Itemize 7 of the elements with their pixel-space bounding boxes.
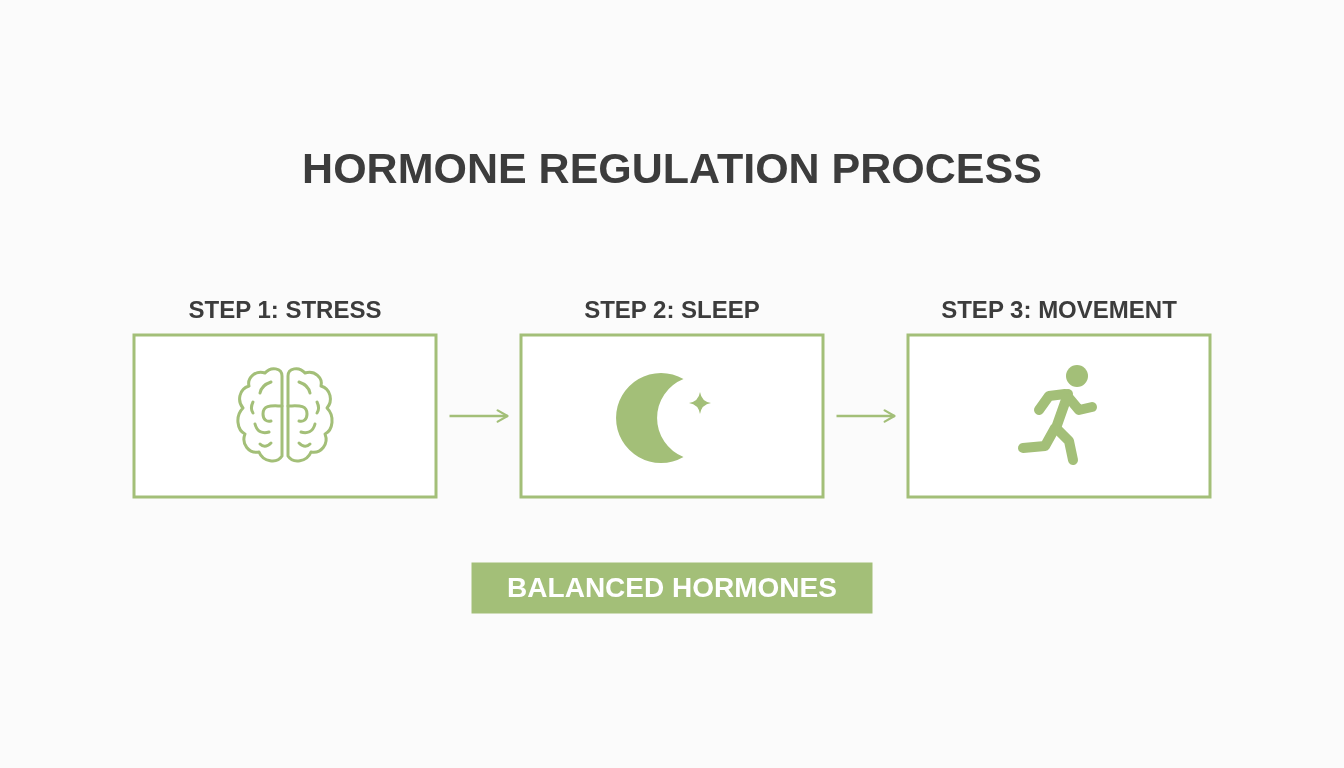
step-heading: STEP 1: STRESS bbox=[188, 295, 382, 325]
arrow bbox=[836, 409, 896, 423]
step-heading: STEP 3: MOVEMENT bbox=[941, 295, 1177, 325]
arrow bbox=[449, 409, 509, 423]
step-heading: STEP 2: SLEEP bbox=[584, 295, 760, 325]
diagram-title: HORMONE REGULATION PROCESS bbox=[302, 144, 1042, 192]
result-banner: BALANCED HORMONES bbox=[471, 562, 873, 614]
